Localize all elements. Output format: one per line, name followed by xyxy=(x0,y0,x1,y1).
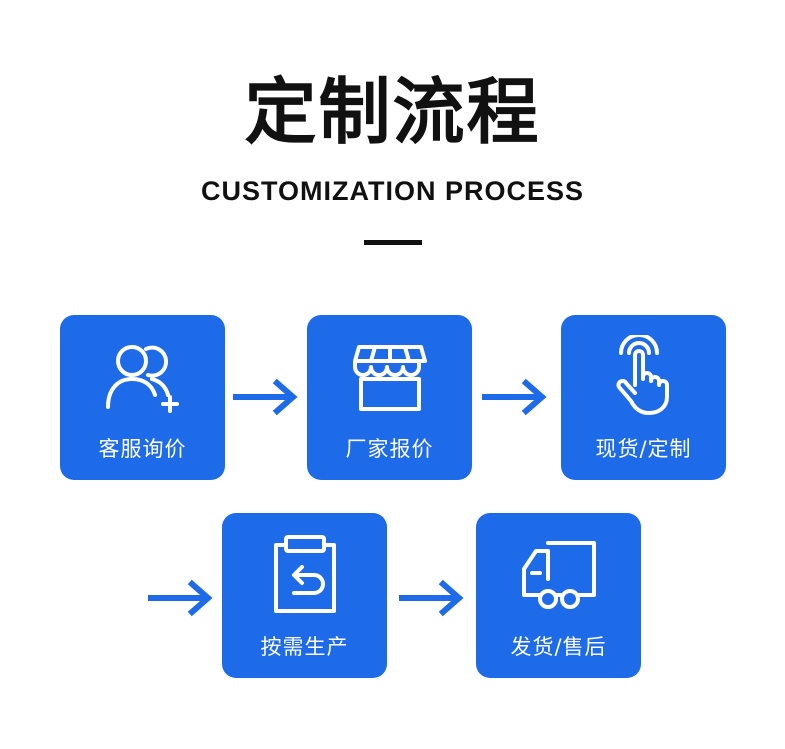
page-title: 定制流程 xyxy=(244,70,541,154)
add-user-icon xyxy=(106,345,179,413)
arrow-right-icon xyxy=(233,378,298,416)
arrow-right-icon xyxy=(148,579,213,617)
step-label: 厂家报价 xyxy=(345,437,434,461)
clipboard-return-icon xyxy=(274,535,336,613)
tap-hand-icon xyxy=(616,335,669,415)
step-label: 客服询价 xyxy=(98,437,187,461)
step-card-stock-custom: 现货/定制 xyxy=(561,315,726,480)
step-label: 发货/售后 xyxy=(510,635,607,659)
step-card-factory-quote: 厂家报价 xyxy=(307,315,472,480)
arrow-right-icon xyxy=(482,378,547,416)
arrow-right-icon xyxy=(399,579,464,617)
step-card-customer-inquiry: 客服询价 xyxy=(60,315,225,480)
step-label: 按需生产 xyxy=(260,635,349,659)
delivery-truck-icon xyxy=(522,541,596,609)
step-card-delivery-aftersales: 发货/售后 xyxy=(476,513,641,678)
step-label: 现货/定制 xyxy=(595,437,692,461)
title-divider xyxy=(364,240,422,245)
step-card-production: 按需生产 xyxy=(222,513,387,678)
page-subtitle: CUSTOMIZATION PROCESS xyxy=(200,176,585,206)
storefront-icon xyxy=(353,345,427,411)
